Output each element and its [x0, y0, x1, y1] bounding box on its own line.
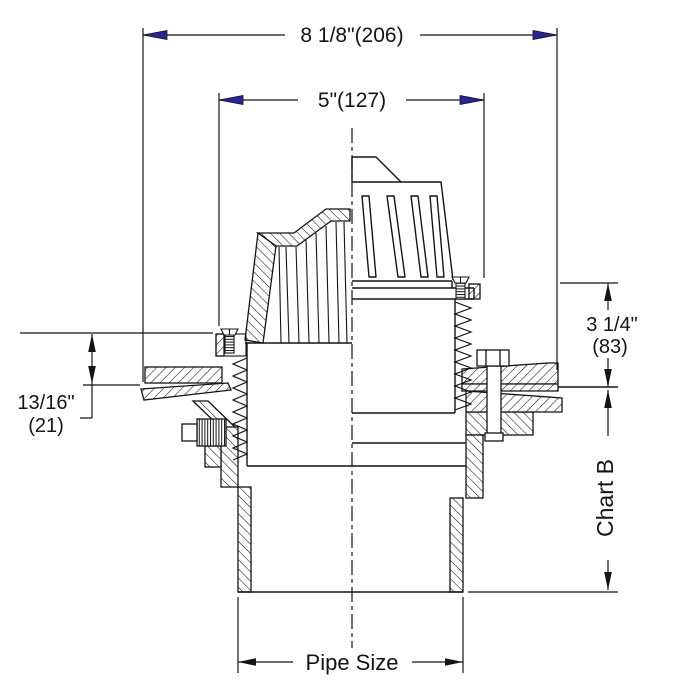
dome-screw-right: [451, 276, 470, 300]
arrow-down-icon: [604, 369, 612, 387]
dim-body-depth: Chart B: [468, 390, 618, 593]
clamp-bolt-left: [181, 418, 227, 447]
clamp-bolt-right: [476, 349, 510, 442]
dim-overall-width-label: 8 1/8"(206): [300, 24, 403, 47]
arrow-right-icon: [445, 658, 463, 666]
dim-flange-offset-label2: (21): [28, 415, 64, 437]
arrow-up-icon: [604, 283, 612, 301]
arrow-left-icon: [218, 95, 244, 105]
gravel-guard-clamp-left: [215, 328, 247, 357]
arrow-up-icon: [604, 390, 612, 408]
dim-sump-height: 3 1/4" (83): [560, 282, 638, 387]
dim-flange-offset: 13/16" (21): [17, 332, 213, 437]
dome-strainer-section: [244, 208, 351, 344]
arrow-right-icon: [532, 30, 558, 40]
drain-body-section: [191, 400, 534, 593]
dim-strainer-width-label: 5"(127): [318, 89, 386, 112]
arrow-left-icon: [238, 658, 256, 666]
dim-sump-height-label2: (83): [592, 336, 628, 358]
arrow-down-icon: [604, 572, 612, 590]
thread-joint-left: [231, 357, 249, 461]
dome-strainer-outline: [245, 156, 475, 344]
dim-body-depth-label: Chart B: [592, 459, 618, 537]
dim-pipe-size: Pipe Size: [237, 597, 464, 675]
dim-strainer-width: 5"(127): [218, 89, 485, 326]
dim-sump-height-label1: 3 1/4": [586, 314, 638, 336]
dim-flange-offset-label1: 13/16": [17, 392, 74, 414]
dim-pipe-size-label: Pipe Size: [306, 650, 399, 675]
arrow-right-icon: [459, 95, 485, 105]
thread-joint-right: [453, 301, 473, 411]
body-interior-lines: [238, 299, 618, 593]
arrow-down-icon: [88, 366, 96, 384]
arrow-up-icon: [88, 334, 96, 352]
dim-overall-width: 8 1/8"(206): [142, 24, 558, 382]
arrow-left-icon: [142, 30, 168, 40]
